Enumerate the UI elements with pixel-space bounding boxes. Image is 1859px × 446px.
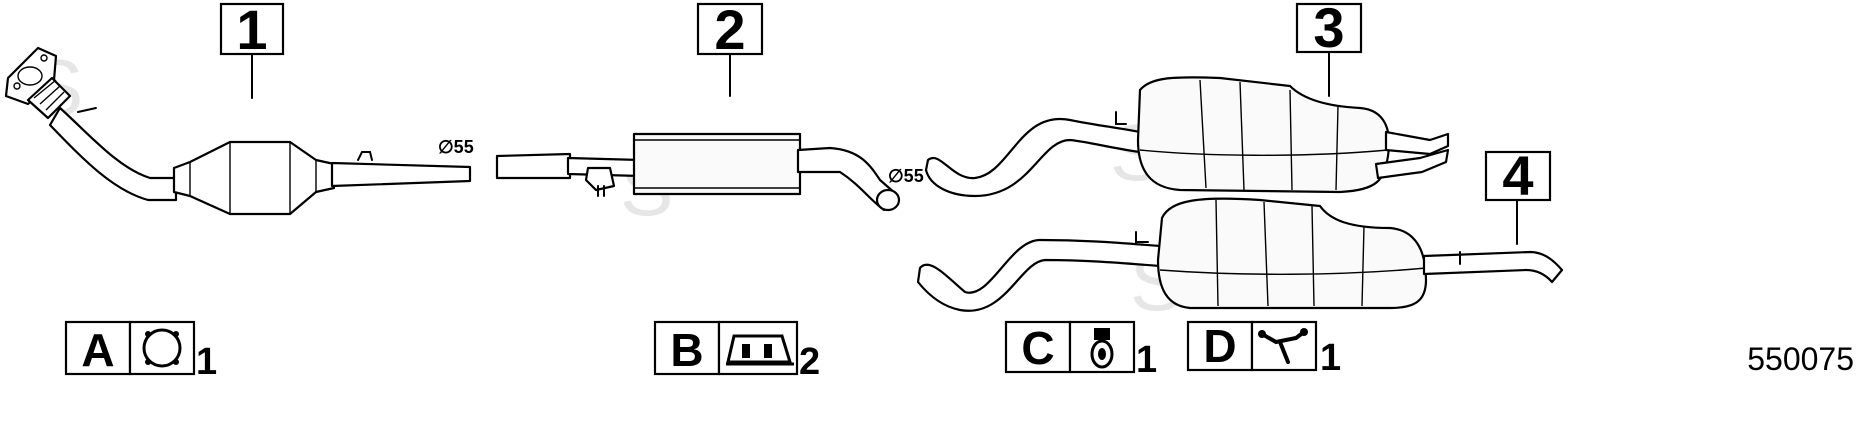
svg-text:1: 1: [236, 0, 267, 61]
fitting-kit-b: B 2: [653, 320, 820, 383]
document-code: 550075: [1747, 341, 1854, 377]
svg-text:2: 2: [714, 0, 745, 61]
rear-silencer-box: [1136, 76, 1391, 194]
svg-text:C: C: [1021, 322, 1054, 374]
svg-text:D: D: [1203, 320, 1236, 372]
rubber-hanger-icon: [726, 334, 794, 366]
rear-silencer-lower: 4: [916, 144, 1564, 312]
part-number-1: 1: [219, 0, 285, 61]
gasket-icon: [142, 328, 182, 368]
fitting-kit-c: C 1: [1004, 320, 1157, 381]
part-number-2: 2: [696, 0, 764, 61]
hanger: [584, 166, 616, 192]
svg-text:2: 2: [799, 341, 820, 383]
rear-silencer-upper: 3: [924, 0, 1450, 198]
svg-text:1: 1: [196, 341, 217, 383]
svg-text:4: 4: [1502, 144, 1533, 207]
fitting-kit-d: D 1: [1186, 320, 1341, 379]
middle-silencer: 2 ∅55: [495, 0, 924, 212]
bracket-icon: [1258, 328, 1308, 364]
middle-silencer-box: [632, 132, 802, 196]
clamp-hanger-icon: [1090, 328, 1114, 369]
part-number-3: 3: [1295, 0, 1363, 59]
rear-silencer-box: [1156, 197, 1428, 310]
fitting-kit-a: A 1: [64, 320, 217, 383]
svg-text:A: A: [81, 324, 114, 376]
front-pipe-catalytic-converter: 1 ∅55: [4, 0, 474, 216]
part-number-4: 4: [1484, 144, 1552, 207]
pipe-diameter-label: ∅55: [438, 137, 474, 157]
svg-text:1: 1: [1320, 337, 1341, 379]
svg-text:1: 1: [1136, 339, 1157, 381]
catalytic-converter: [172, 140, 336, 216]
svg-text:B: B: [670, 324, 703, 376]
pipe-diameter-label: ∅55: [888, 166, 924, 186]
svg-text:3: 3: [1313, 0, 1344, 59]
